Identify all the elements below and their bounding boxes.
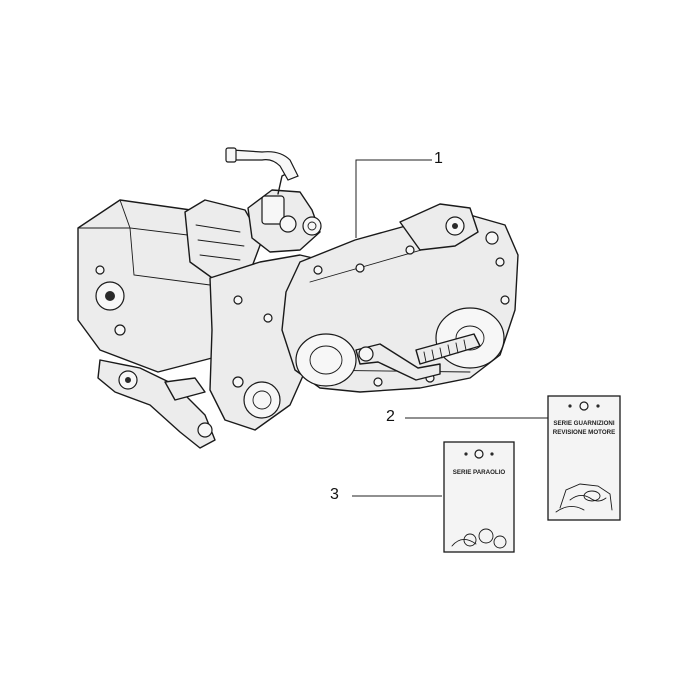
sheet3-line1: SERIE PARAOLIO (453, 469, 506, 476)
callout-number-1: 1 (434, 150, 443, 167)
gasket-kit-sheet-icon: SERIE GUARNIZIONI REVISIONE MOTORE (547, 395, 621, 521)
sheet2-line1: SERIE GUARNIZIONI (553, 420, 614, 427)
oil-seal-kit-sheet-icon: SERIE PARAOLIO (443, 441, 515, 553)
leader-line-1 (355, 159, 432, 238)
engine-assembly-icon (77, 147, 519, 449)
sheet2-line2: REVISIONE MOTORE (553, 429, 615, 436)
callout-number-2: 2 (386, 408, 395, 425)
callout-number-3: 3 (330, 486, 339, 503)
